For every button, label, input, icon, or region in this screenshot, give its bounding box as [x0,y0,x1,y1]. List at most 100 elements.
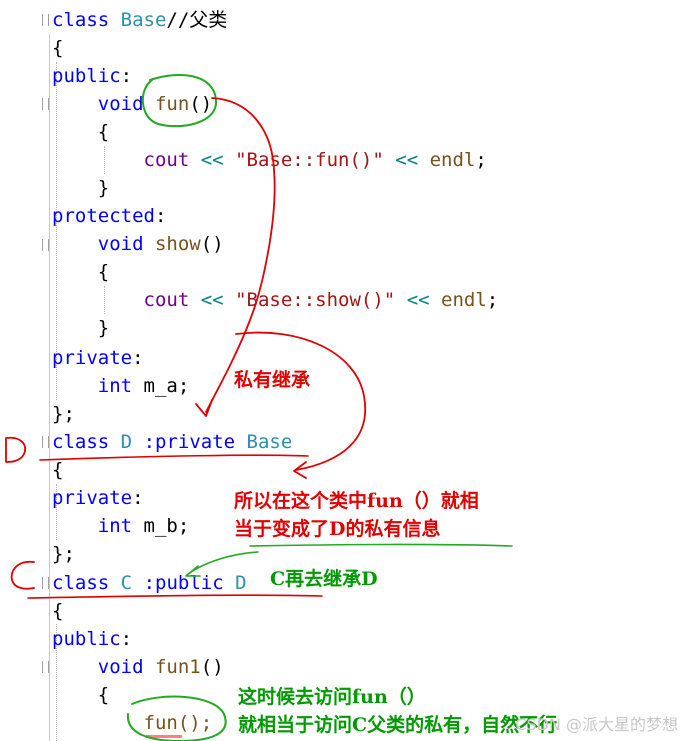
code-line[interactable]: { [52,258,109,286]
code-line[interactable]: } [52,314,109,342]
brace: { [97,261,110,283]
function-name: fun [154,93,190,115]
code-line[interactable]: { [52,34,63,62]
inheritance-specifier: :public [143,572,224,594]
parens: () [200,656,224,678]
arrow-head [293,461,307,479]
arrow-head [195,399,213,417]
inheritance-specifier: :private [143,431,236,453]
margin-c-mark [10,560,35,590]
code-line-int-mb[interactable]: int m_b; [52,512,190,540]
code-line-private[interactable]: private: [52,484,144,512]
colon: : [120,628,133,650]
code-line[interactable]: { [52,456,63,484]
parens: () [200,233,224,255]
arrow-to-class-c [187,551,259,575]
member-name: m_b [143,515,178,537]
fold-toggle-icon[interactable] [42,98,49,110]
parens: () [189,93,213,115]
indent-guide [56,624,57,741]
underline-d-private [249,543,513,547]
code-line-class-base[interactable]: class Base//父类 [52,6,227,34]
annotation-c-inherits-d: C再去继承D [270,568,378,590]
code-line[interactable]: { [52,118,109,146]
brace: }; [52,543,75,565]
code-line[interactable]: { [52,681,109,709]
class-name: C [120,572,133,594]
annotation-access-fun-1: 这时候去访问fun（） [238,686,426,708]
gutter-line [49,34,50,741]
code-line-void-show[interactable]: void show() [52,230,224,258]
code-line-public[interactable]: public: [52,625,132,653]
access-specifier: private [52,487,133,509]
code-line-void-fun1[interactable]: void fun1() [52,653,224,681]
error-squiggle [146,735,182,738]
indent-guide [104,286,105,314]
semicolon: ; [486,289,499,311]
code-line-cout-fun[interactable]: cout << "Base::fun()" << endl; [52,146,487,174]
brace: { [97,121,110,143]
code-line[interactable]: }; [52,400,75,428]
fold-toggle-icon[interactable] [42,577,49,589]
code-line-fun-call[interactable]: fun(); [52,709,213,737]
code-line-public[interactable]: public: [52,62,132,90]
access-specifier: private [52,347,133,369]
margin-d-mark [5,436,27,463]
operator: << [395,149,419,171]
colon: : [132,487,144,509]
base-class-name: D [235,572,247,594]
annotation-access-fun-2: 就相当于访问C父类的私有，自然不行 [238,714,558,736]
class-name: Base [120,9,167,31]
annotation-private-inherit: 私有继承 [234,369,311,391]
comment: //父类 [166,9,228,31]
circle-fun-def [141,73,218,128]
function-call: fun(); [143,712,213,734]
code-line[interactable]: { [52,597,63,625]
fold-toggle-icon[interactable] [42,14,49,26]
access-specifier: public [52,65,121,87]
keyword: class [52,572,110,594]
code-line-protected[interactable]: protected: [52,202,166,230]
operator: << [200,289,224,311]
fold-toggle-icon[interactable] [42,661,49,673]
string-literal: "Base::show()" [235,289,396,311]
access-specifier: public [52,628,121,650]
brace: { [52,600,64,622]
keyword: void [97,656,144,678]
class-name: D [120,431,133,453]
code-line-class-c[interactable]: class C :public D [52,569,247,597]
code-line-class-d[interactable]: class D :private Base [52,428,292,456]
arrow-private-inherit [235,331,367,471]
code-line-cout-show[interactable]: cout << "Base::show()" << endl; [52,286,499,314]
brace: }; [52,403,75,425]
identifier: endl [441,289,487,311]
keyword: void [97,233,144,255]
colon: : [120,65,133,87]
brace: } [97,177,110,199]
function-name: fun1 [154,656,201,678]
keyword: class [52,431,110,453]
fold-toggle-icon[interactable] [42,436,49,448]
keyword: class [52,9,110,31]
underline-class-d [39,454,309,461]
annotation-fun-becomes-private-1: 所以在这个类中fun（）就相 [234,490,479,512]
identifier: endl [429,149,476,171]
code-line[interactable]: } [52,174,109,202]
code-line[interactable]: }; [52,540,75,568]
code-line-private[interactable]: private: [52,344,144,372]
watermark: CSDN @派大星的梦想 [515,715,678,734]
brace: } [97,317,110,339]
semicolon: ; [475,149,487,171]
keyword: void [97,93,144,115]
arrow-fun-to-d [205,97,276,413]
fold-toggle-icon[interactable] [42,239,49,251]
base-class-name: Base [246,431,293,453]
keyword: int [97,375,133,397]
code-line-void-fun[interactable]: void fun() [52,90,212,118]
circle-fun-call [126,695,227,741]
code-line-int-ma[interactable]: int m_a; [52,372,190,400]
semicolon: ; [177,375,190,397]
indent-guide [104,146,105,174]
